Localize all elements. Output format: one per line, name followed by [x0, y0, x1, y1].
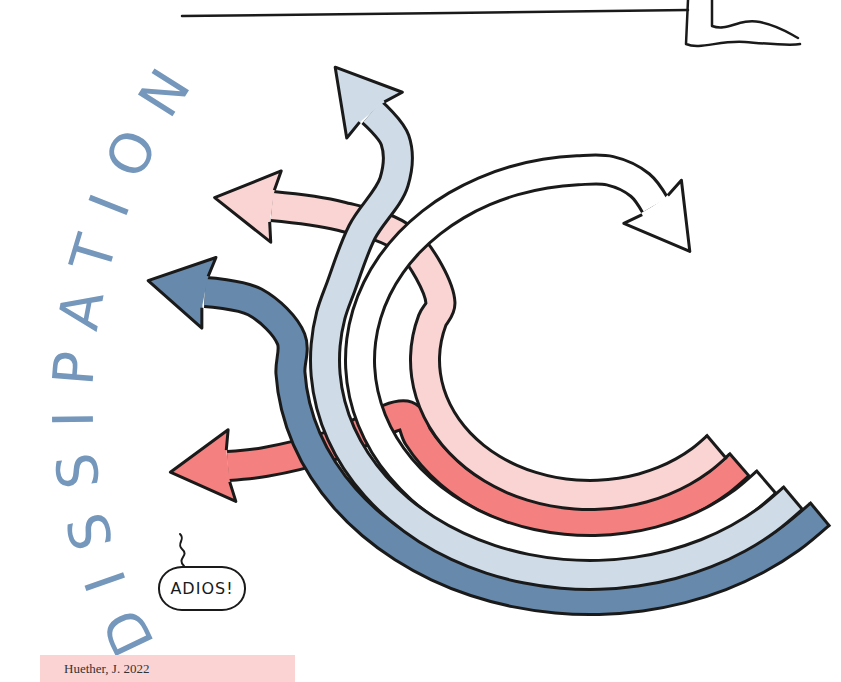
- band-outline: [360, 169, 766, 550]
- arrow-head: [624, 180, 690, 251]
- arrow-band: [325, 67, 803, 575]
- band-end: [783, 486, 804, 511]
- arrow-head: [170, 430, 236, 502]
- arrow-head-outline: [148, 257, 216, 328]
- band-fill: [360, 169, 766, 550]
- arrow-head: [215, 171, 282, 242]
- caption: Huether, J. 2022: [40, 655, 295, 682]
- bubble-tail: [180, 534, 185, 566]
- squiggle-line: [712, 0, 798, 38]
- top-line: [182, 10, 688, 16]
- squiggle-line: [686, 0, 800, 46]
- band-outline: [325, 112, 793, 575]
- arrow-head: [148, 257, 216, 328]
- band-end: [810, 502, 830, 527]
- arrow-band: [360, 169, 777, 550]
- arrow-head-outline: [624, 180, 690, 251]
- arrow-head: [335, 67, 402, 138]
- arrow-head-outline: [215, 171, 282, 242]
- arrow-bands: [148, 67, 830, 600]
- band-end: [706, 435, 727, 459]
- speech-bubble: ADIOS!: [158, 566, 246, 611]
- speech-text: ADIOS!: [170, 579, 233, 598]
- arrow-head-outline: [335, 67, 402, 138]
- band-end: [756, 470, 777, 494]
- arrow-head-outline: [170, 430, 236, 502]
- top-outline: [182, 0, 800, 46]
- band-end: [729, 453, 750, 477]
- band-fill: [325, 112, 793, 575]
